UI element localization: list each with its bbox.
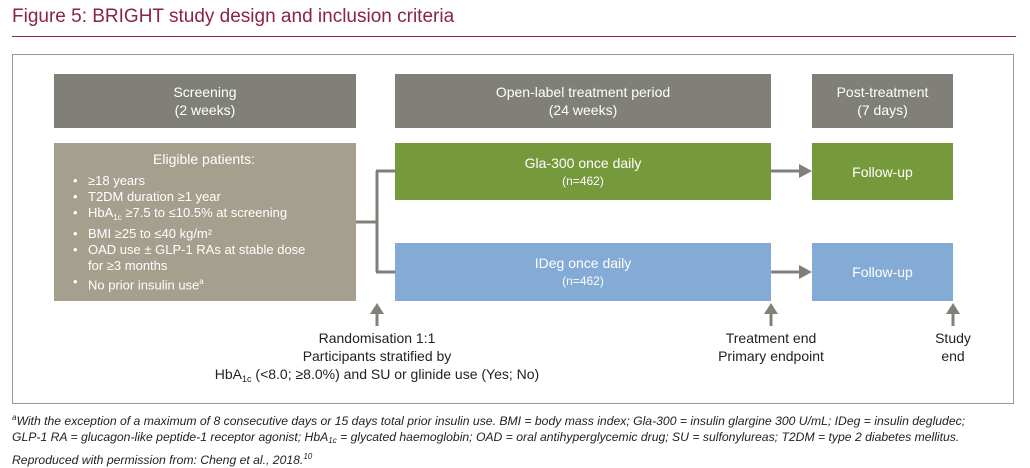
- followup-gla300-label: Follow-up: [852, 163, 913, 180]
- title-divider: [12, 36, 1016, 37]
- phase-treatment-duration: (24 weeks): [548, 102, 618, 118]
- eligibility-item-bmi: BMI ≥25 to ≤40 kg/m²: [73, 226, 344, 242]
- eligibility-item-t2dm: T2DM duration ≥1 year: [73, 189, 344, 205]
- followup-ideg: Follow-up: [812, 243, 953, 301]
- phase-post-treatment: Post-treatment (7 days): [812, 74, 953, 128]
- phase-screening-label: Screening: [173, 84, 237, 100]
- study-end-label: Study end: [935, 330, 971, 364]
- arm-gla300-n: (n=462): [562, 173, 604, 188]
- treatment-end-arrowhead: [764, 303, 778, 314]
- eligibility-item-age: ≥18 years: [73, 173, 344, 189]
- eligibility-heading: Eligible patients:: [153, 151, 255, 167]
- figure-title: Figure 5: BRIGHT study design and inclus…: [12, 6, 455, 27]
- randomisation-arrowhead: [370, 303, 384, 314]
- treatment-end-label: Treatment end Primary endpoint: [718, 330, 824, 364]
- study-end-arrowhead: [946, 303, 960, 314]
- phase-post-label: Post-treatment: [836, 84, 929, 100]
- eligibility-item-hba1c: HbA1c ≥7.5 to ≤10.5% at screening: [73, 205, 344, 226]
- phase-screening: Screening (2 weeks): [54, 74, 356, 128]
- eligibility-item-insulin: No prior insulin usea: [73, 274, 344, 293]
- arm-gla300-label: Gla-300 once daily: [524, 154, 642, 171]
- diagram-frame: [12, 54, 1014, 404]
- arm-ideg-label: IDeg once daily: [534, 255, 632, 271]
- arm-ideg: IDeg once daily (n=462): [395, 243, 771, 301]
- eligibility-list: ≥18 years T2DM duration ≥1 year HbA1c ≥7…: [72, 173, 344, 293]
- figure-footnote: aWith the exception of a maximum of 8 co…: [12, 413, 966, 468]
- phase-treatment: Open-label treatment period (24 weeks): [395, 74, 771, 128]
- followup-gla300: Follow-up: [812, 143, 953, 200]
- phase-screening-duration: (2 weeks): [174, 102, 236, 118]
- ideg-followup-arrowhead: [799, 265, 812, 279]
- followup-ideg-label: Follow-up: [852, 264, 913, 280]
- randomisation-label: Randomisation 1:1 Participants stratifie…: [214, 330, 540, 384]
- phase-post-duration: (7 days): [857, 102, 908, 118]
- arm-ideg-n: (n=462): [562, 274, 604, 288]
- arm-gla300: Gla-300 once daily (n=462): [395, 143, 771, 200]
- gla-followup-arrowhead: [799, 164, 812, 178]
- phase-treatment-label: Open-label treatment period: [495, 84, 671, 100]
- eligibility-box: Eligible patients: ≥18 years T2DM durati…: [54, 143, 356, 301]
